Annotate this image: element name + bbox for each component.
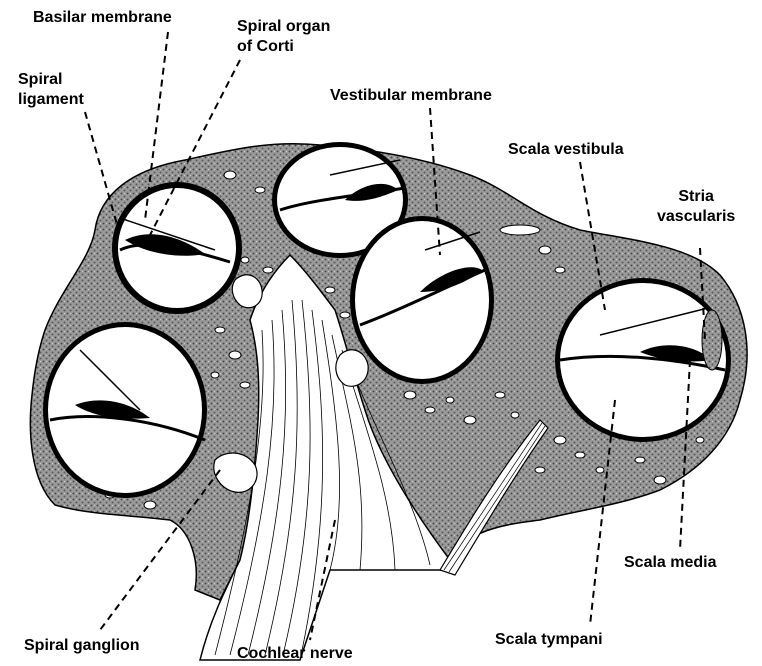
duct-upper-left bbox=[113, 183, 241, 313]
label-stria-line2: vascularis bbox=[657, 207, 735, 227]
label-scala-media-text: Scala media bbox=[624, 553, 717, 573]
duct-left bbox=[43, 322, 207, 498]
label-spiral-ganglion-text: Spiral ganglion bbox=[24, 636, 140, 656]
label-stria-line1: Stria bbox=[657, 187, 735, 207]
label-stria-vascularis: Stria vascularis bbox=[657, 187, 735, 227]
label-scala-vestibula-text: Scala vestibula bbox=[508, 140, 624, 160]
label-scala-tympani: Scala tympani bbox=[495, 630, 603, 650]
label-spiral-ligament-line2: ligament bbox=[18, 90, 84, 110]
label-vestibular-membrane: Vestibular membrane bbox=[330, 86, 492, 106]
duct-middle bbox=[350, 216, 494, 384]
label-basilar-membrane: Basilar membrane bbox=[33, 8, 172, 28]
label-spiral-organ-line1: Spiral organ bbox=[237, 17, 330, 37]
label-spiral-organ-line2: of Corti bbox=[237, 37, 330, 57]
label-spiral-ganglion: Spiral ganglion bbox=[24, 636, 140, 656]
label-spiral-organ-of-corti: Spiral organ of Corti bbox=[237, 17, 330, 57]
label-spiral-ligament-line1: Spiral bbox=[18, 70, 84, 90]
label-scala-vestibula: Scala vestibula bbox=[508, 140, 624, 160]
label-scala-media: Scala media bbox=[624, 553, 717, 573]
label-cochlear-nerve: Cochlear nerve bbox=[237, 644, 353, 664]
label-scala-tympani-text: Scala tympani bbox=[495, 630, 603, 650]
label-vestibular-membrane-text: Vestibular membrane bbox=[330, 86, 492, 106]
duct-right bbox=[555, 278, 731, 442]
label-spiral-ligament: Spiral ligament bbox=[18, 70, 84, 110]
label-cochlear-nerve-text: Cochlear nerve bbox=[237, 644, 353, 664]
label-basilar-membrane-text: Basilar membrane bbox=[33, 8, 172, 28]
